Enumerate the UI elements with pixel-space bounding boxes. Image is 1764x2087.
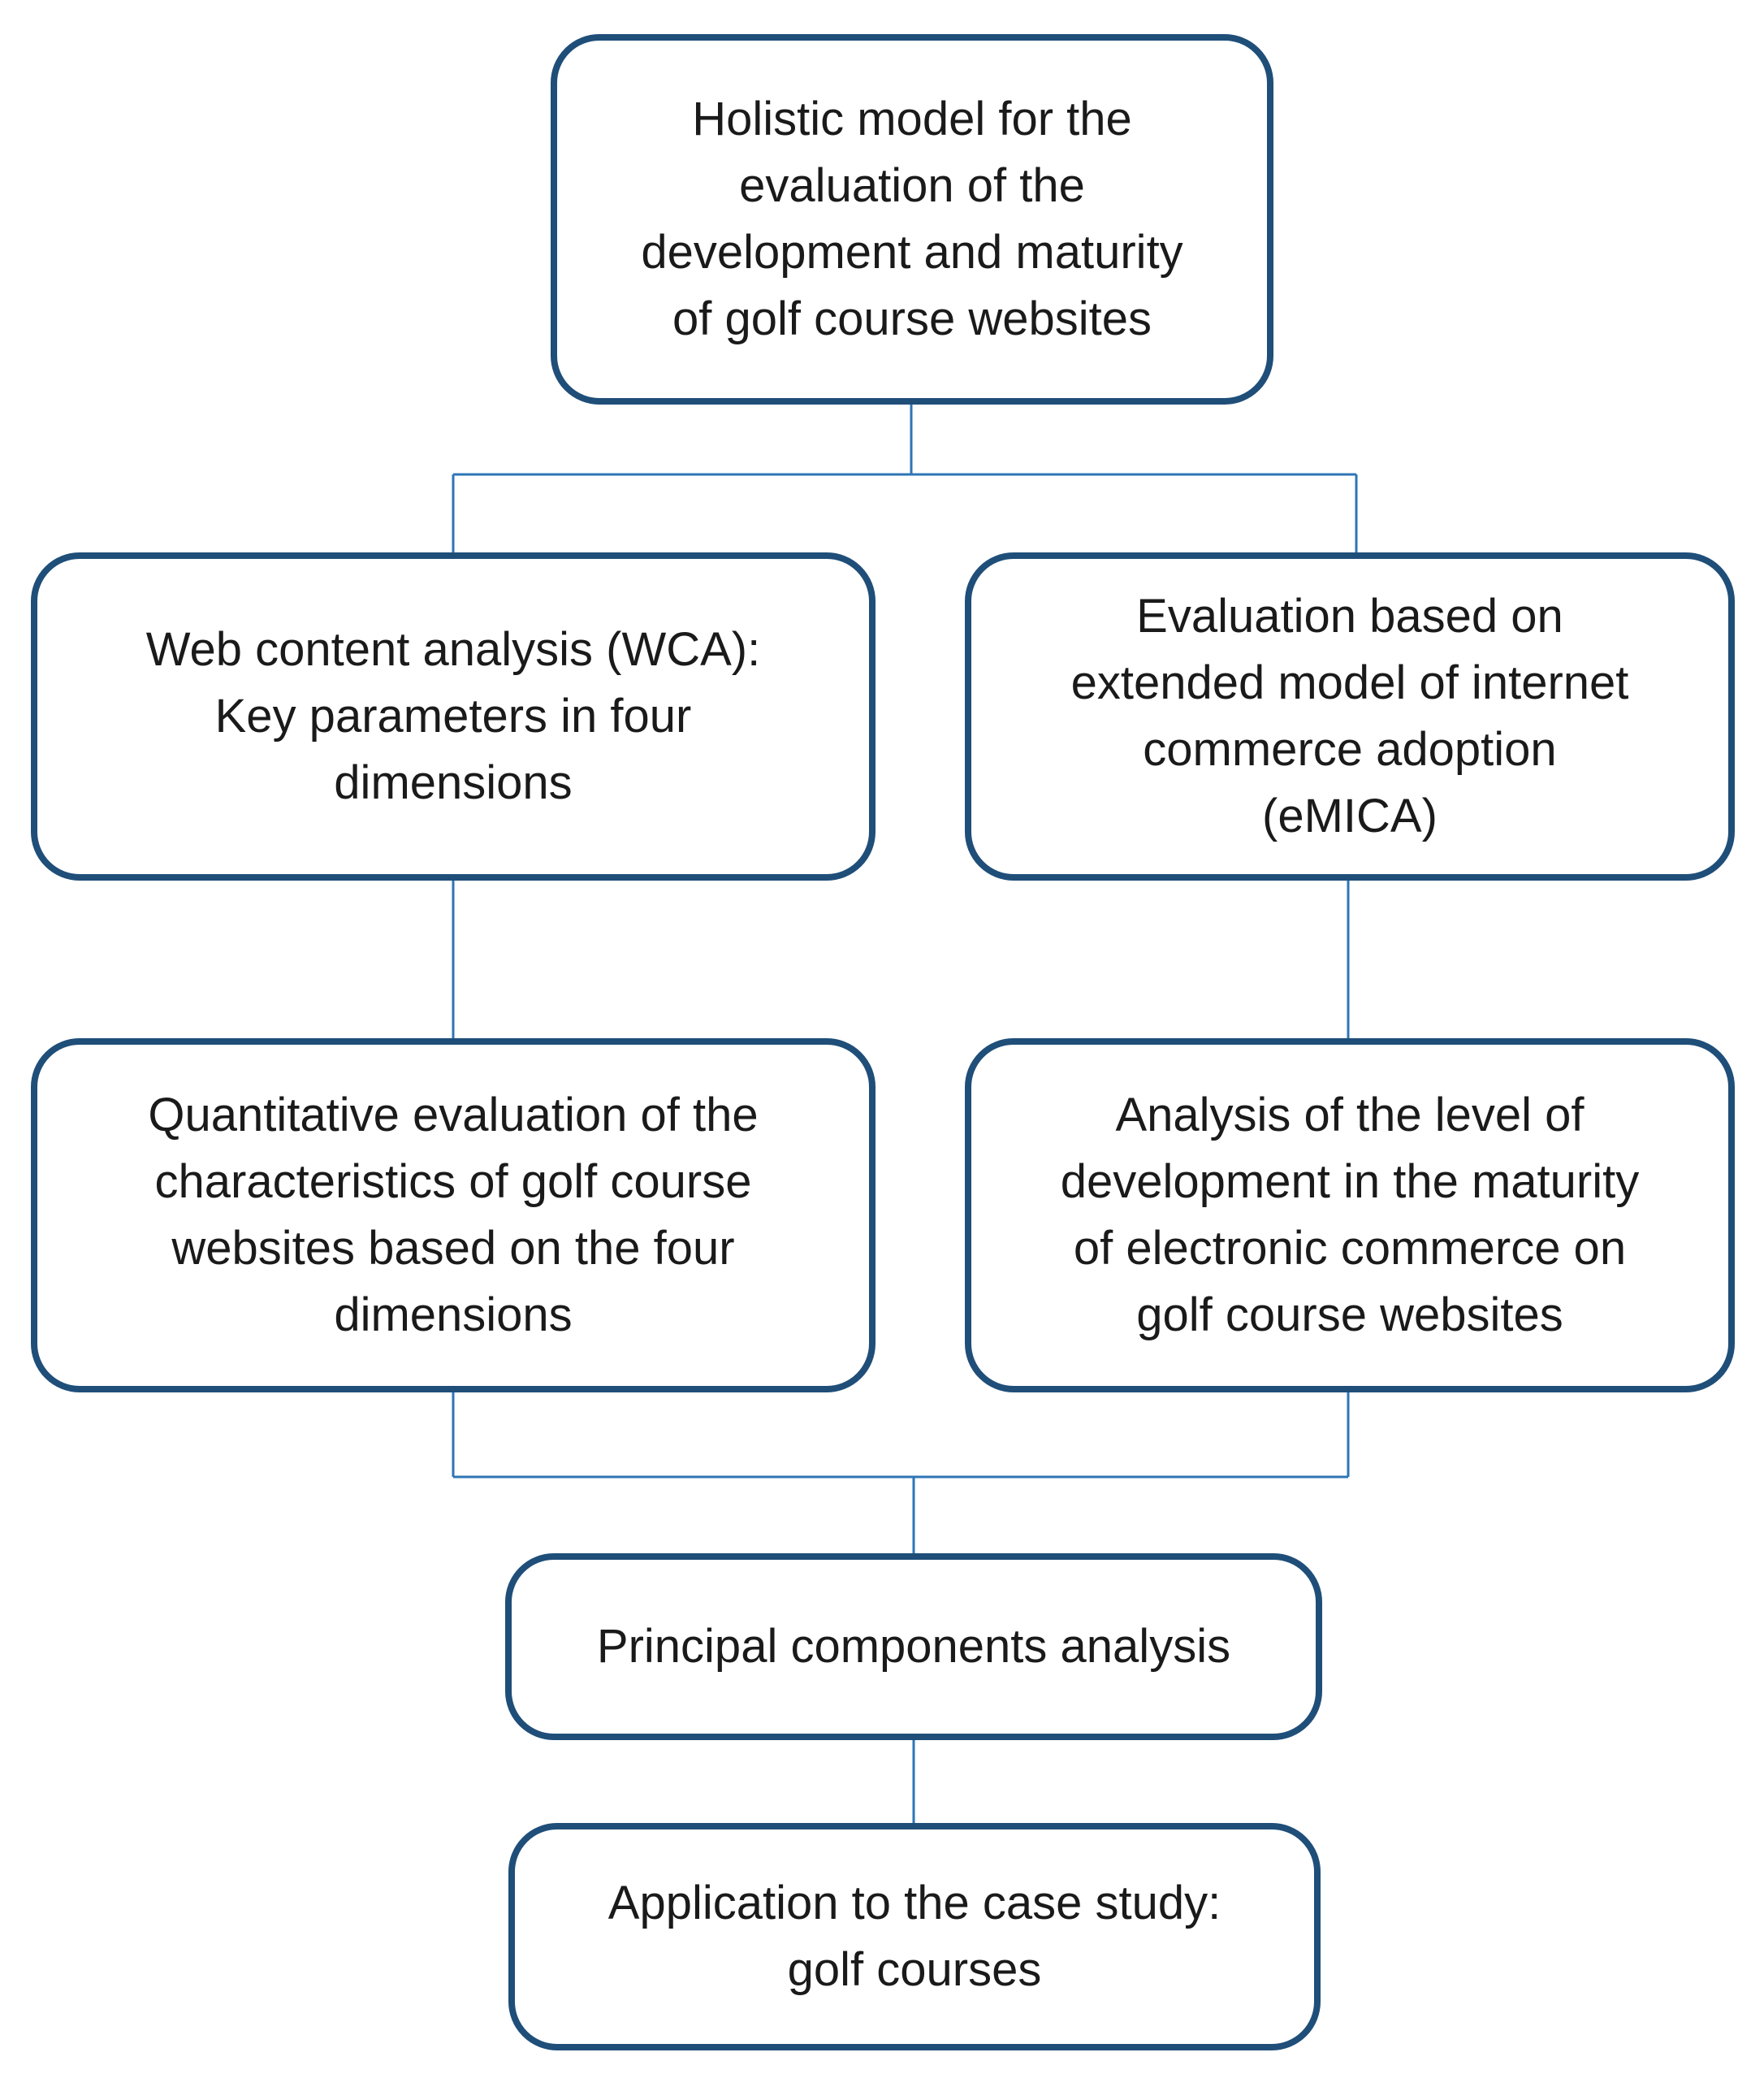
principal-components-box: Principal components analysis [505,1553,1322,1740]
maturity-analysis-box: Analysis of the level of development in … [965,1038,1735,1392]
maturity-analysis-text: Analysis of the level of development in … [1060,1089,1640,1341]
emica-evaluation-box: Evaluation based on extended model of in… [965,552,1735,881]
principal-components-text: Principal components analysis [596,1620,1231,1673]
case-study-application-text: Application to the case study: golf cour… [607,1877,1221,1996]
case-study-application-box: Application to the case study: golf cour… [508,1823,1321,2050]
emica-evaluation-text: Evaluation based on extended model of in… [1070,590,1629,842]
web-content-analysis-box: Web content analysis (WCA): Key paramete… [31,552,876,881]
quantitative-evaluation-box: Quantitative evaluation of the character… [31,1038,876,1392]
holistic-model-text: Holistic model for the evaluation of the… [641,93,1183,345]
holistic-model-box: Holistic model for the evaluation of the… [551,34,1273,405]
quantitative-evaluation-text: Quantitative evaluation of the character… [148,1089,759,1341]
web-content-analysis-text: Web content analysis (WCA): Key paramete… [145,623,761,809]
